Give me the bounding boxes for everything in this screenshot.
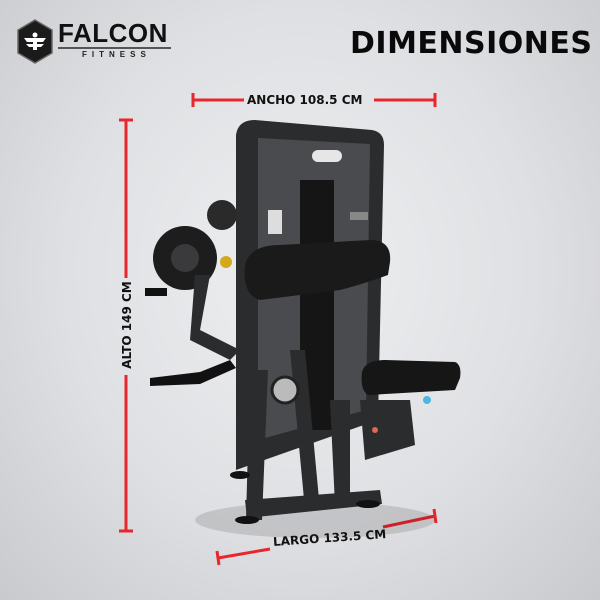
brand-name: FALCON [58, 18, 168, 48]
width-dimension-line [191, 93, 437, 107]
height-label: ALTO 149 CM [119, 281, 134, 369]
machine [145, 120, 461, 538]
width-label: ANCHO 108.5 CM [247, 93, 363, 107]
falcon-logo-icon [17, 19, 53, 64]
brand-tagline: FITNESS [82, 50, 151, 59]
page-title: DIMENSIONES [350, 26, 593, 61]
length-dimension-line [215, 508, 438, 566]
brand-divider [58, 47, 171, 49]
height-dimension-line [119, 118, 133, 533]
